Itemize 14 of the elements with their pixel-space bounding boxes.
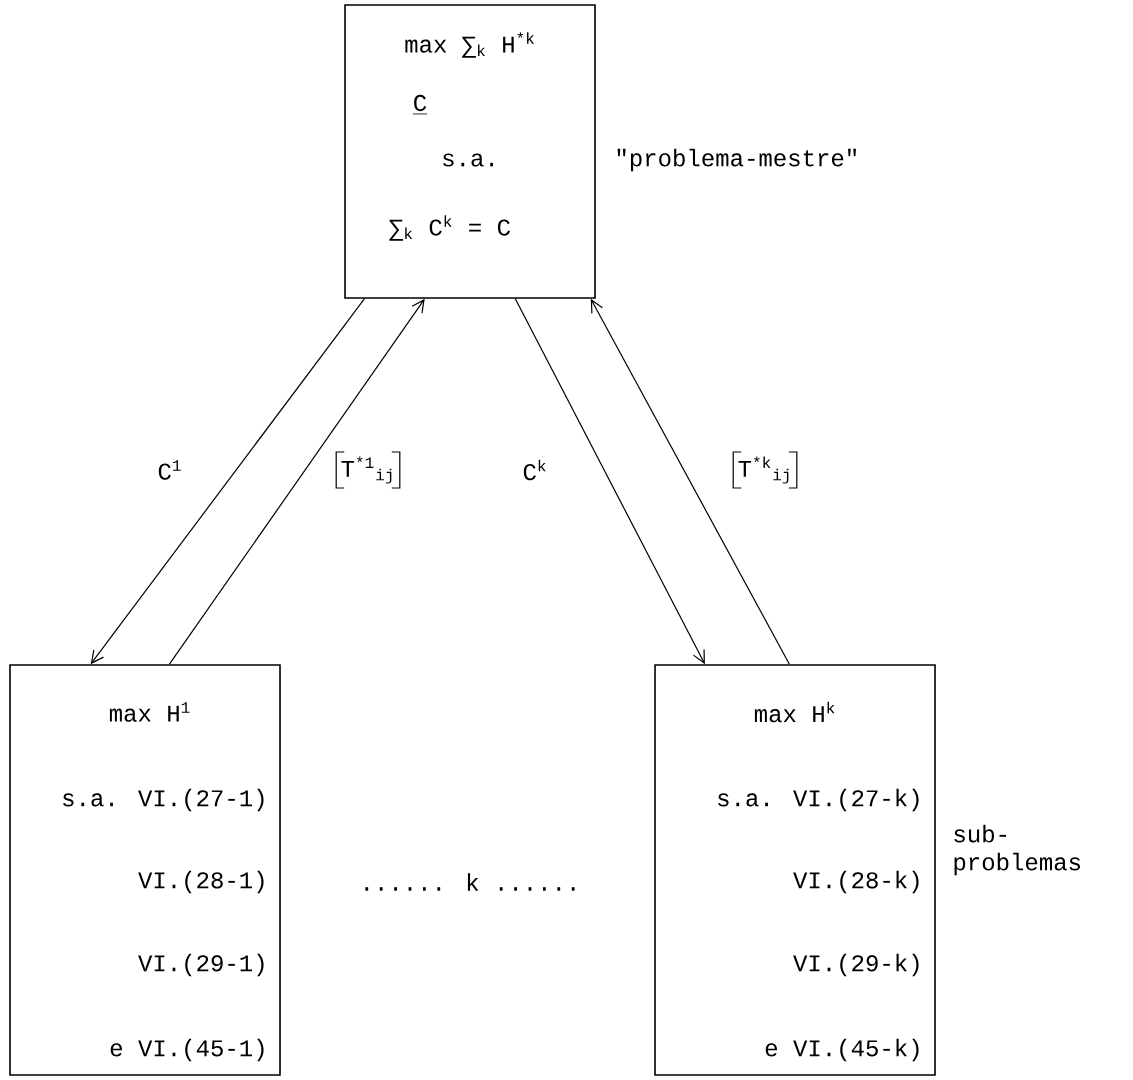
box-caption: "problema-mestre": [617, 148, 856, 172]
problem-box: max ∑$_{k}$ H$^{*k}$ C s.a. ∑$_{k}$ C$^{k}$ = C: [344, 4, 596, 299]
problem-box: max H$^{1}$ s.a. VI.(27-1) VI.(28-1) VI.(29-1) e VI.(45-1): [9, 664, 281, 1076]
arrow: [514, 298, 705, 665]
edge-label: T$^{*k}$ij: [732, 451, 798, 489]
box-caption: sub- problemas: [954, 824, 1081, 876]
edge-label: C$^{k}$: [518, 455, 552, 485]
edge-label: T$^{*1}$ij: [335, 451, 401, 489]
arrow: [90, 298, 365, 665]
ellipsis-label: ...... k ......: [365, 873, 575, 891]
arrow: [168, 298, 425, 665]
problem-box: max H$^{k}$ s.a. VI.(27-k) VI.(28-k) VI.(29-k) e VI.(45-k): [654, 664, 936, 1076]
arrow: [590, 298, 790, 665]
edge-label: C$^{1}$: [153, 456, 187, 484]
